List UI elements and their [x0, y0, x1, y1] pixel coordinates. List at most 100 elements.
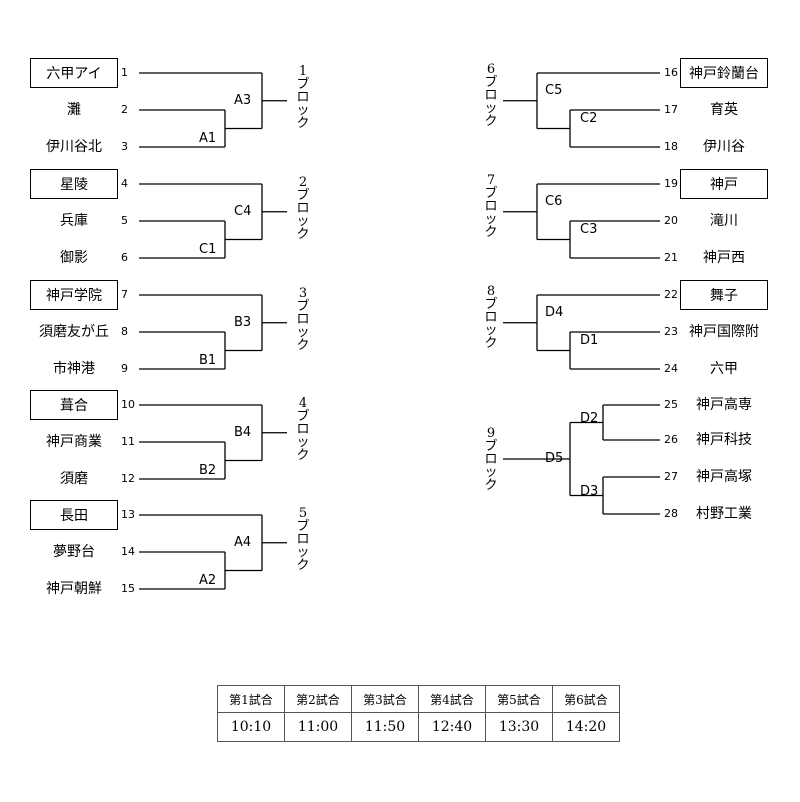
team-name: 神戸高塚 [696, 469, 752, 485]
team-number: 19 [664, 177, 678, 190]
schedule-header-cell: 第3試合 [351, 685, 419, 713]
team-number: 16 [664, 66, 678, 79]
team-number: 17 [664, 103, 678, 116]
team-number: 21 [664, 251, 678, 264]
schedule-time-cell: 13:30 [485, 712, 553, 742]
match-label: B4 [234, 424, 252, 440]
schedule-header-row: 第1試合 第2試合 第3試合 第4試合 第5試合 第6試合 [217, 685, 620, 713]
match-label: D1 [580, 332, 599, 348]
team-number: 14 [121, 545, 135, 558]
match-label: D4 [545, 304, 564, 320]
team-name: 灘 [67, 102, 81, 118]
team-number: 8 [121, 325, 128, 338]
match-label: C1 [199, 241, 217, 257]
team-number: 22 [664, 288, 678, 301]
schedule-header-cell: 第4試合 [418, 685, 486, 713]
schedule-header-cell: 第2試合 [284, 685, 352, 713]
team-number: 3 [121, 140, 128, 153]
team-number: 1 [121, 66, 128, 79]
schedule-time-cell: 14:20 [552, 712, 620, 742]
team-name: 夢野台 [53, 544, 95, 560]
schedule-time-cell: 10:10 [217, 712, 285, 742]
schedule-header-cell: 第1試合 [217, 685, 285, 713]
team-number: 26 [664, 433, 678, 446]
team-number: 24 [664, 362, 678, 375]
team-name: 滝川 [710, 213, 738, 229]
schedule-time-cell: 12:40 [418, 712, 486, 742]
team-name: 六甲 [710, 361, 738, 377]
team-number: 27 [664, 470, 678, 483]
team-name-boxed: 葺合 [30, 390, 118, 420]
team-number: 23 [664, 325, 678, 338]
team-name: 神戸高専 [696, 397, 752, 413]
team-number: 6 [121, 251, 128, 264]
match-label: B2 [199, 462, 217, 478]
match-label: C6 [545, 193, 563, 209]
team-name-boxed: 星陵 [30, 169, 118, 199]
team-name: 御影 [60, 250, 88, 266]
match-label: C4 [234, 203, 252, 219]
team-name: 神戸科技 [696, 432, 752, 448]
team-number: 28 [664, 507, 678, 520]
team-name-boxed: 長田 [30, 500, 118, 530]
team-number: 11 [121, 435, 135, 448]
match-label: B1 [199, 352, 217, 368]
schedule-time-cell: 11:50 [351, 712, 419, 742]
schedule-time-cell: 11:00 [284, 712, 352, 742]
schedule-header-cell: 第6試合 [552, 685, 620, 713]
team-number: 25 [664, 398, 678, 411]
match-label: C5 [545, 82, 563, 98]
team-number: 13 [121, 508, 135, 521]
team-name: 須磨友が丘 [39, 324, 109, 340]
team-name-boxed: 六甲アイ [30, 58, 118, 88]
match-label: A4 [234, 534, 252, 550]
team-number: 18 [664, 140, 678, 153]
team-name: 伊川谷北 [46, 139, 102, 155]
team-name: 村野工業 [696, 506, 752, 522]
team-name: 神戸商業 [46, 434, 102, 450]
team-number: 9 [121, 362, 128, 375]
match-label: C3 [580, 221, 598, 237]
team-name: 須磨 [60, 471, 88, 487]
team-name: 兵庫 [60, 213, 88, 229]
team-name-boxed: 舞子 [680, 280, 768, 310]
team-name-boxed: 神戸学院 [30, 280, 118, 310]
match-label: D2 [580, 410, 599, 426]
team-number: 20 [664, 214, 678, 227]
team-name: 神戸西 [703, 250, 745, 266]
schedule-time-row: 10:10 11:00 11:50 12:40 13:30 14:20 [217, 712, 620, 742]
team-number: 5 [121, 214, 128, 227]
team-number: 12 [121, 472, 135, 485]
team-number: 15 [121, 582, 135, 595]
match-label: B3 [234, 314, 252, 330]
team-number: 10 [121, 398, 135, 411]
team-number: 4 [121, 177, 128, 190]
team-name: 神戸国際附 [689, 324, 759, 340]
team-name: 育英 [710, 102, 738, 118]
team-number: 2 [121, 103, 128, 116]
team-name-boxed: 神戸 [680, 169, 768, 199]
team-name-boxed: 神戸鈴蘭台 [680, 58, 768, 88]
match-label: A1 [199, 130, 217, 146]
match-schedule-table: 第1試合 第2試合 第3試合 第4試合 第5試合 第6試合 10:10 11:0… [217, 685, 620, 742]
team-name: 市神港 [53, 361, 95, 377]
match-label: C2 [580, 110, 598, 126]
team-name: 伊川谷 [703, 139, 745, 155]
match-label: A3 [234, 92, 252, 108]
schedule-header-cell: 第5試合 [485, 685, 553, 713]
match-label: A2 [199, 572, 217, 588]
team-number: 7 [121, 288, 128, 301]
match-label: D5 [545, 451, 564, 466]
match-label: D3 [580, 483, 599, 499]
team-name: 神戸朝鮮 [46, 581, 102, 597]
